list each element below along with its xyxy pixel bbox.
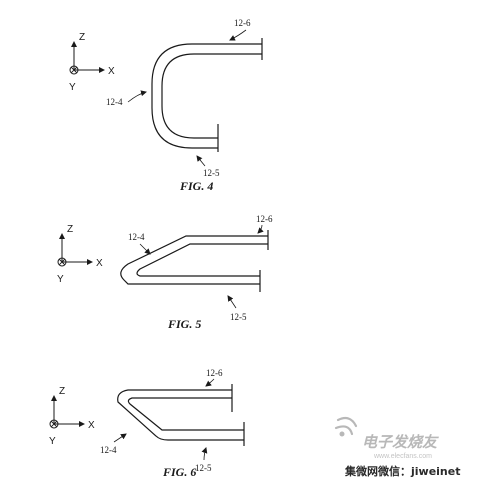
y-axis-cross-line-b — [50, 420, 58, 428]
label-12-6: 12-6 — [206, 368, 223, 378]
label-12-6: 12-6 — [256, 214, 273, 224]
label-12-6: 12-6 — [234, 18, 251, 28]
leader-12-6 — [257, 224, 264, 234]
watermark-cn-title: 电子发烧友 — [362, 433, 439, 451]
y-axis-into-page-icon — [49, 419, 59, 429]
axis-indicator-fig4 — [69, 41, 105, 75]
leader-12-6 — [229, 29, 247, 41]
watermark-footer: 集微网微信：jiweinet — [344, 464, 460, 478]
z-axis-label: Z — [79, 32, 85, 43]
y-axis-cross-line-b — [70, 66, 78, 74]
leader-12-4 — [127, 90, 147, 103]
leader-12-4 — [139, 243, 151, 255]
figure-5: Z X Y 12-6 12-4 12-5 FIG. 5 — [57, 214, 273, 331]
conductor-inner-edge — [127, 397, 244, 431]
label-12-5: 12-5 — [203, 168, 220, 178]
label-12-5: 12-5 — [230, 312, 247, 322]
figure-caption: FIG. 5 — [167, 317, 201, 331]
leader-12-5 — [227, 295, 237, 309]
figure-4: Z X Y 12-6 12-4 12-5 FIG. 4 — [69, 18, 263, 193]
conductor-inner-edge — [161, 53, 262, 139]
leader-12-6 — [205, 378, 215, 387]
figure-caption: FIG. 6 — [162, 465, 196, 479]
watermark-url: www.elecfans.com — [373, 453, 432, 460]
conductor-outer-edge — [120, 235, 268, 285]
label-12-4: 12-4 — [128, 232, 145, 242]
conductor-outer-edge — [151, 43, 262, 149]
elecfans-logo-icon — [334, 416, 358, 437]
y-axis-into-page-icon — [57, 257, 67, 267]
axis-indicator-fig6 — [49, 395, 85, 429]
label-12-4: 12-4 — [106, 97, 123, 107]
y-axis-label: Y — [49, 436, 56, 447]
label-12-4: 12-4 — [100, 445, 117, 455]
hook-shaped-conductor — [117, 384, 245, 446]
z-axis-label: Z — [67, 224, 73, 235]
y-axis-into-page-icon — [69, 65, 79, 75]
figure-caption: FIG. 4 — [179, 179, 213, 193]
folded-conductor — [120, 230, 269, 292]
y-axis-label: Y — [57, 274, 64, 285]
x-axis-label: X — [96, 258, 103, 269]
y-axis-label: Y — [69, 82, 76, 93]
label-12-5: 12-5 — [195, 463, 212, 473]
y-axis-cross-line-b — [58, 258, 66, 266]
elecfans-watermark: 电子发烧友 www.elecfans.com — [334, 416, 439, 460]
x-axis-label: X — [88, 420, 95, 431]
u-shaped-conductor — [151, 38, 263, 152]
z-axis-label: Z — [59, 386, 65, 397]
leader-12-5 — [196, 155, 206, 167]
axis-indicator-fig5 — [57, 233, 93, 267]
figure-6: Z X Y 12-6 12-4 12-5 FIG. 6 — [49, 368, 245, 479]
x-axis-label: X — [108, 66, 115, 77]
leader-12-5 — [201, 447, 208, 461]
conductor-inner-edge — [136, 243, 268, 277]
conductor-outer-edge — [117, 389, 244, 441]
leader-12-4 — [113, 433, 127, 443]
